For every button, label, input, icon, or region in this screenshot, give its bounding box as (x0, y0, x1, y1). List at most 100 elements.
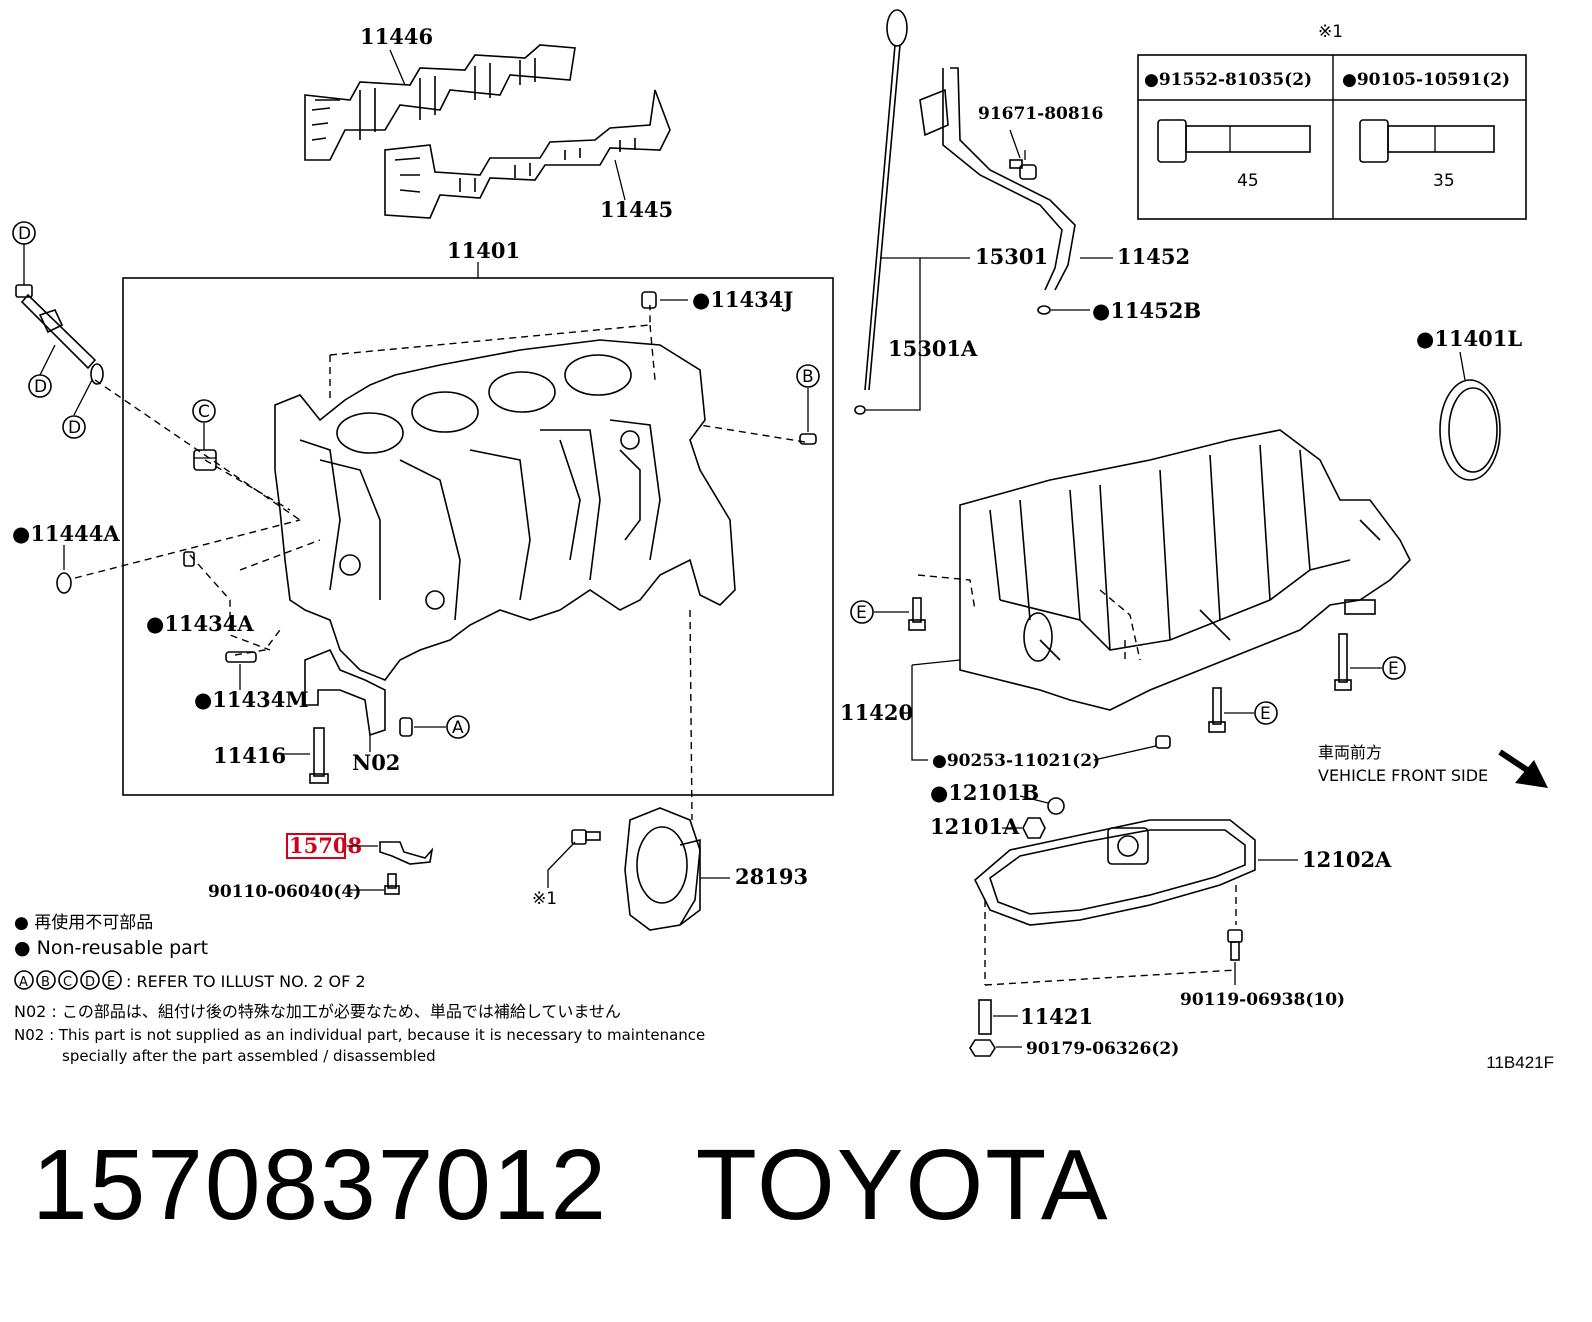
label-11401L: ●11401L (1416, 326, 1522, 351)
label-11434M: ●11434M (194, 687, 309, 712)
label-11446: 11446 (360, 24, 433, 49)
pin-b-drawing[interactable] (799, 433, 817, 445)
label-11421: 11421 (1020, 1004, 1093, 1029)
bolt-e-right-drawing[interactable] (1334, 633, 1352, 691)
label-12101B: ●12101B (930, 780, 1039, 805)
bolt-table-mark: ※1 (1318, 22, 1343, 42)
dowel-a-drawing[interactable] (399, 717, 413, 737)
callout-b: B (802, 367, 814, 387)
bolt-table-col1-part: ●91552-81035(2) (1144, 70, 1312, 90)
gasket-12101B-drawing[interactable] (1047, 797, 1065, 815)
bolt-91671-drawing[interactable] (1009, 159, 1037, 180)
bolt-90110-drawing[interactable] (384, 873, 400, 895)
label-11416: 11416 (213, 743, 286, 768)
pin-11434M-drawing[interactable] (225, 651, 257, 663)
callout-d-mid-circle[interactable] (28, 374, 52, 398)
nozzle-15708-drawing[interactable] (379, 841, 434, 865)
label-12101A: 12101A (930, 814, 1020, 839)
bolt-e-mid-drawing[interactable] (1208, 687, 1226, 733)
callout-e-mid-circle[interactable] (1254, 701, 1278, 725)
label-11434J: ●11434J (692, 287, 793, 312)
oil-seal-11401L-drawing[interactable] (1439, 379, 1501, 481)
label-91671: 91671-80816 (978, 104, 1103, 124)
legend-refer-circles: A B C D E (14, 970, 122, 990)
gasket-11446-drawing[interactable] (304, 44, 576, 161)
svg-text:E: E (107, 975, 115, 990)
label-28193: 28193 (735, 864, 808, 889)
label-11420: 11420 (840, 700, 913, 725)
callout-b-circle[interactable] (796, 364, 820, 388)
o-ring-11444A-drawing[interactable] (56, 572, 72, 594)
knock-sensor-d-drawing[interactable] (15, 284, 104, 385)
label-11434A: ●11434A (146, 611, 254, 636)
bolt-table (1137, 54, 1527, 220)
cylinder-block-drawing[interactable] (274, 339, 736, 681)
svg-text:A: A (19, 975, 28, 990)
callout-c: C (198, 402, 210, 422)
seal-28193-drawing[interactable] (624, 807, 701, 931)
highlight-box-15708 (286, 833, 346, 859)
bolt-star1-drawing[interactable] (571, 829, 601, 845)
label-11444A: ●11444A (12, 521, 120, 546)
bolt-e-left-drawing[interactable] (908, 597, 926, 631)
legend-nonreusable-en: ● Non-reusable part (14, 937, 208, 959)
front-side-jp: 車両前方 (1318, 743, 1382, 762)
illustration-code: 11B421F (1486, 1053, 1554, 1072)
callout-e-left-circle[interactable] (850, 600, 874, 624)
dowel-11434J-drawing[interactable] (641, 291, 657, 309)
bearing-cap-n02-drawing[interactable] (304, 648, 386, 737)
oil-pan-upper-11420-drawing[interactable] (959, 429, 1411, 711)
callout-a-circle[interactable] (446, 715, 470, 739)
front-arrow-icon (1498, 749, 1548, 788)
callout-d-low: D (68, 418, 81, 438)
svg-text:C: C (63, 975, 72, 990)
bolt-table-col2-length: 35 (1433, 171, 1455, 191)
callout-e-mid: E (1260, 704, 1271, 724)
plug-12101A-drawing[interactable] (1022, 817, 1046, 839)
label-90253: ●90253-11021(2) (932, 751, 1100, 771)
label-11452: 11452 (1117, 244, 1190, 269)
plug-c-drawing[interactable] (193, 449, 217, 471)
legend-n02-en-2: specially after the part assembled / dis… (62, 1047, 436, 1065)
label-90110: 90110-06040(4) (208, 882, 361, 902)
cylinder-block-frame (122, 277, 834, 796)
part-number-caption: 1570837012 TOYOTA (32, 1129, 1110, 1241)
legend-n02-jp: N02 : この部品は、組付け後の特殊な加工が必要なため、単品では補給していませ… (14, 1002, 621, 1021)
callout-e-right-circle[interactable] (1382, 656, 1406, 680)
bolt-table-col1-length: 45 (1237, 171, 1259, 191)
bolt-11416-drawing[interactable] (309, 727, 329, 784)
bolt-90119-drawing[interactable] (1227, 929, 1243, 961)
bolt-table-col2-part: ●90105-10591(2) (1342, 70, 1510, 90)
callout-d-mid: D (34, 377, 47, 397)
dowel-11434A-drawing[interactable] (183, 551, 195, 567)
label-11401: 11401 (447, 238, 520, 263)
callout-d-top-circle[interactable] (12, 221, 36, 245)
plug-90253-drawing[interactable] (1155, 735, 1171, 749)
label-12102A: 12102A (1302, 847, 1392, 872)
dipstick-15301-drawing[interactable] (854, 9, 908, 415)
svg-text:D: D (85, 975, 95, 990)
callout-c-circle[interactable] (192, 399, 216, 423)
legend-nonreusable-jp: ● 再使用不可部品 (14, 912, 153, 933)
label-90119: 90119-06938(10) (1180, 990, 1345, 1010)
label-star1: ※1 (532, 889, 557, 909)
callout-e-right: E (1388, 659, 1399, 679)
gasket-11445-drawing[interactable] (384, 89, 671, 219)
front-side-en: VEHICLE FRONT SIDE (1318, 766, 1488, 785)
label-15301A: 15301A (888, 336, 978, 361)
callout-d-top: D (18, 224, 31, 244)
label-90179: 90179-06326(2) (1026, 1039, 1179, 1059)
nut-90179-drawing[interactable] (969, 1039, 996, 1057)
callout-a: A (452, 718, 464, 738)
label-11445: 11445 (600, 197, 673, 222)
oil-pan-12102A-drawing[interactable] (974, 819, 1256, 926)
label-N02: N02 (352, 750, 400, 775)
guide-tube-11452-drawing[interactable] (919, 67, 1076, 291)
stud-11421-drawing[interactable] (978, 999, 992, 1035)
label-11452B: ●11452B (1092, 298, 1201, 323)
o-ring-11452B-drawing[interactable] (1037, 305, 1051, 315)
legend-n02-en-1: N02 : This part is not supplied as an in… (14, 1026, 705, 1044)
callout-e-left: E (856, 603, 867, 623)
callout-d-low-circle[interactable] (62, 415, 86, 439)
